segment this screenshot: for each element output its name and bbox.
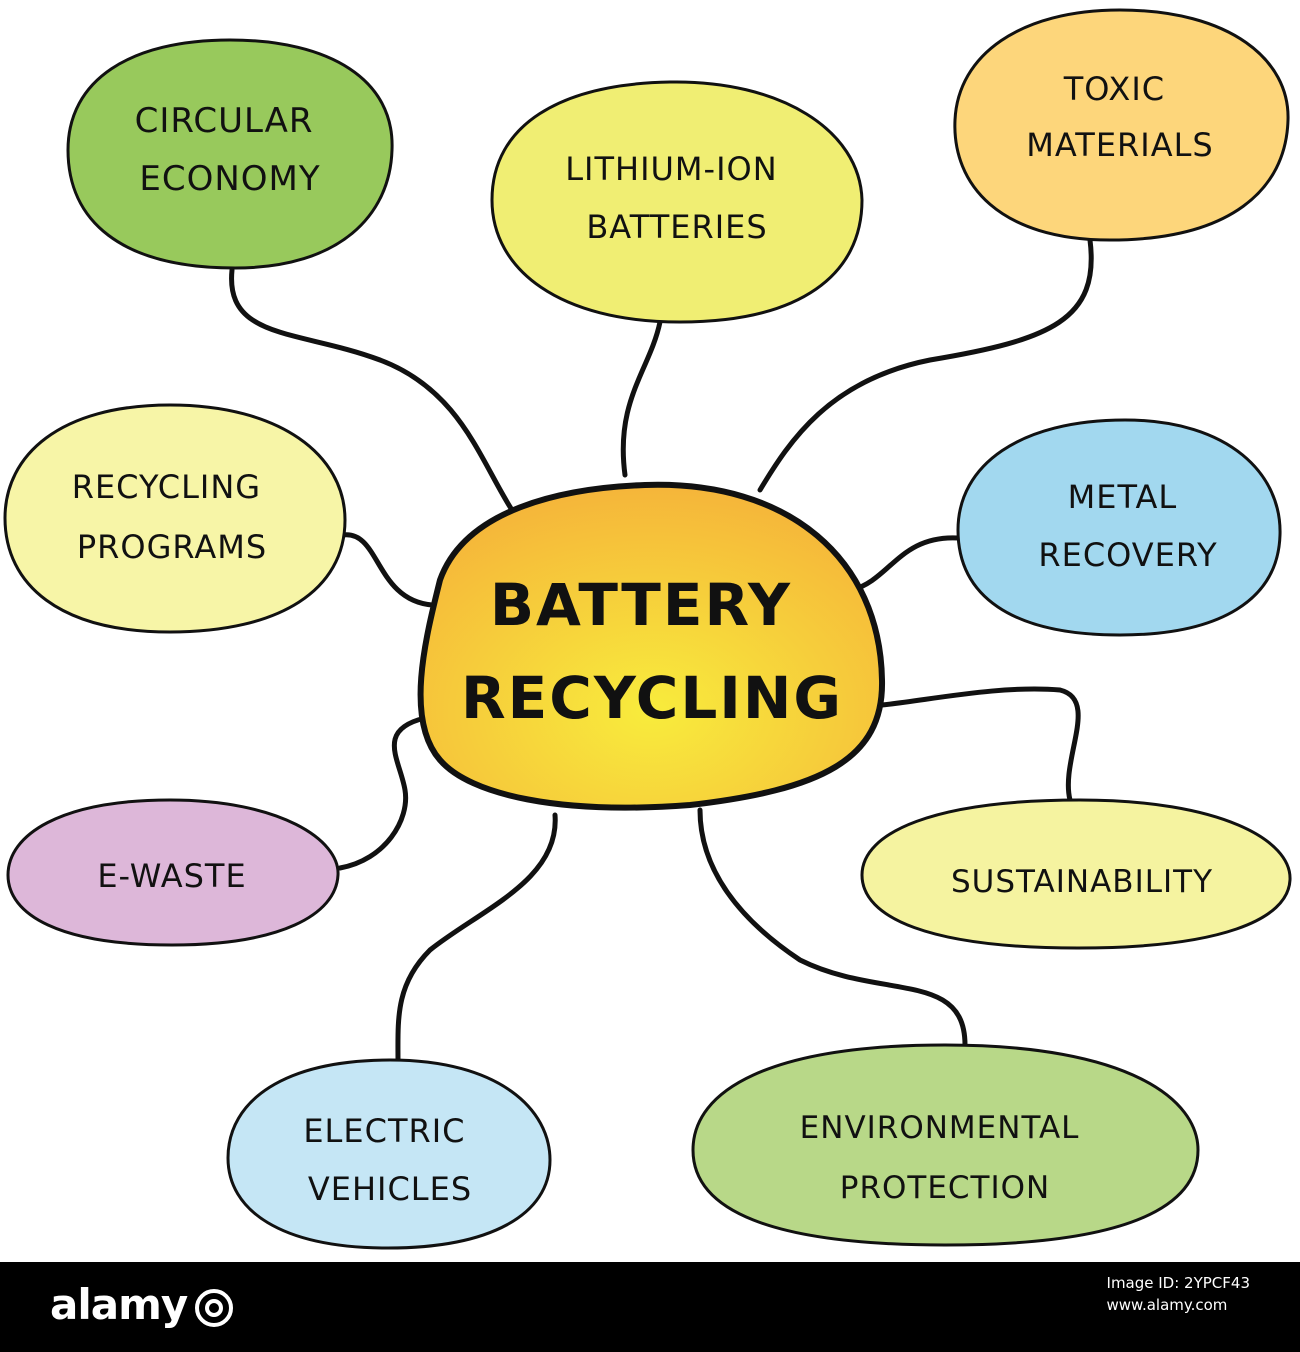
node-e-waste-label: E-WASTE bbox=[97, 857, 246, 895]
node-circular-economy-line1: CIRCULAR bbox=[135, 101, 314, 141]
node-environmental-protection-bubble bbox=[691, 1043, 1200, 1247]
brand-logo[interactable]: alamy bbox=[50, 1280, 234, 1329]
node-metal-recovery-label: METAL RECOVERY bbox=[1038, 478, 1217, 574]
image-credit: Image ID: 2YPCF43 www.alamy.com bbox=[1107, 1272, 1250, 1316]
node-sustainability: SUSTAINABILITY bbox=[860, 798, 1292, 950]
node-environmental-protection: ENVIRONMENTAL PROTECTION bbox=[691, 1043, 1200, 1247]
center-title-line1: BATTERY bbox=[490, 571, 792, 639]
node-recycling-programs: RECYCLING PROGRAMS bbox=[3, 403, 347, 634]
node-sustainability-line1: SUSTAINABILITY bbox=[951, 864, 1213, 900]
node-e-waste-line1: E-WASTE bbox=[97, 857, 246, 895]
site-url[interactable]: www.alamy.com bbox=[1106, 1296, 1228, 1314]
node-electric-vehicles-label: ELECTRIC VEHICLES bbox=[303, 1112, 476, 1208]
center-node-bubble bbox=[417, 481, 886, 811]
connectors bbox=[229, 237, 1094, 1065]
node-sustainability-bubble bbox=[860, 798, 1292, 950]
node-toxic-materials: TOXIC MATERIALS bbox=[953, 8, 1290, 242]
connector-sustainability bbox=[879, 686, 1081, 803]
center-node-label: BATTERY RECYCLING bbox=[461, 571, 843, 732]
connector-metal-recovery bbox=[849, 535, 961, 593]
node-toxic-materials-line2: MATERIALS bbox=[1026, 126, 1213, 164]
node-circular-economy: CIRCULAR ECONOMY bbox=[66, 38, 394, 270]
connector-electric-vehicles bbox=[395, 812, 558, 1065]
node-metal-recovery-line1: METAL bbox=[1068, 478, 1178, 516]
connector-toxic-materials bbox=[757, 237, 1094, 493]
node-environmental-protection-label: ENVIRONMENTAL PROTECTION bbox=[800, 1110, 1091, 1206]
mind-map-svg: CIRCULAR ECONOMY LITHIUM-ION BATTERIES T… bbox=[3, 8, 1292, 1250]
node-metal-recovery-bubble bbox=[956, 418, 1282, 637]
mind-map: CIRCULAR ECONOMY LITHIUM-ION BATTERIES T… bbox=[3, 8, 1292, 1250]
node-recycling-programs-line2: PROGRAMS bbox=[77, 528, 267, 566]
node-sustainability-label: SUSTAINABILITY bbox=[951, 864, 1213, 900]
node-lithium-ion-batteries-label: LITHIUM-ION BATTERIES bbox=[565, 150, 789, 246]
center-title-line2: RECYCLING bbox=[461, 664, 843, 732]
connector-e-waste bbox=[337, 715, 428, 871]
connector-environmental-protection bbox=[697, 807, 968, 1048]
node-electric-vehicles-line1: ELECTRIC bbox=[303, 1112, 465, 1150]
node-electric-vehicles: ELECTRIC VEHICLES bbox=[226, 1058, 552, 1250]
image-id: Image ID: 2YPCF43 bbox=[1106, 1274, 1250, 1292]
node-circular-economy-label: CIRCULAR ECONOMY bbox=[135, 101, 326, 199]
node-lithium-ion-batteries-bubble bbox=[490, 80, 864, 324]
footer-bar: alamy Image ID: 2YPCF43 www.alamy.com bbox=[0, 1262, 1300, 1352]
node-circular-economy-line2: ECONOMY bbox=[139, 159, 320, 199]
node-toxic-materials-line1: TOXIC bbox=[1063, 70, 1165, 108]
node-circular-economy-bubble bbox=[66, 38, 394, 270]
node-recycling-programs-label: RECYCLING PROGRAMS bbox=[72, 468, 273, 566]
node-environmental-protection-line1: ENVIRONMENTAL bbox=[800, 1110, 1080, 1146]
node-lithium-ion-batteries-line2: BATTERIES bbox=[586, 208, 767, 246]
connector-lithium-ion-batteries bbox=[620, 319, 663, 478]
node-environmental-protection-line2: PROTECTION bbox=[840, 1170, 1050, 1206]
connector-recycling-programs bbox=[340, 532, 435, 608]
node-toxic-materials-label: TOXIC MATERIALS bbox=[1026, 70, 1213, 164]
node-recycling-programs-bubble bbox=[3, 403, 347, 634]
node-recycling-programs-line1: RECYCLING bbox=[72, 468, 261, 506]
node-electric-vehicles-bubble bbox=[226, 1058, 552, 1250]
node-e-waste: E-WASTE bbox=[6, 798, 340, 947]
node-toxic-materials-bubble bbox=[953, 8, 1290, 242]
node-lithium-ion-batteries-line1: LITHIUM-ION bbox=[565, 150, 777, 188]
brand-name: alamy bbox=[50, 1280, 188, 1329]
center-node: BATTERY RECYCLING bbox=[417, 481, 886, 811]
node-electric-vehicles-line2: VEHICLES bbox=[308, 1170, 472, 1208]
node-metal-recovery: METAL RECOVERY bbox=[956, 418, 1282, 637]
brand-mark-icon bbox=[195, 1288, 234, 1327]
node-lithium-ion-batteries: LITHIUM-ION BATTERIES bbox=[490, 80, 864, 324]
connector-circular-economy bbox=[229, 267, 515, 513]
node-e-waste-bubble bbox=[6, 798, 340, 947]
node-metal-recovery-line2: RECOVERY bbox=[1038, 536, 1217, 574]
